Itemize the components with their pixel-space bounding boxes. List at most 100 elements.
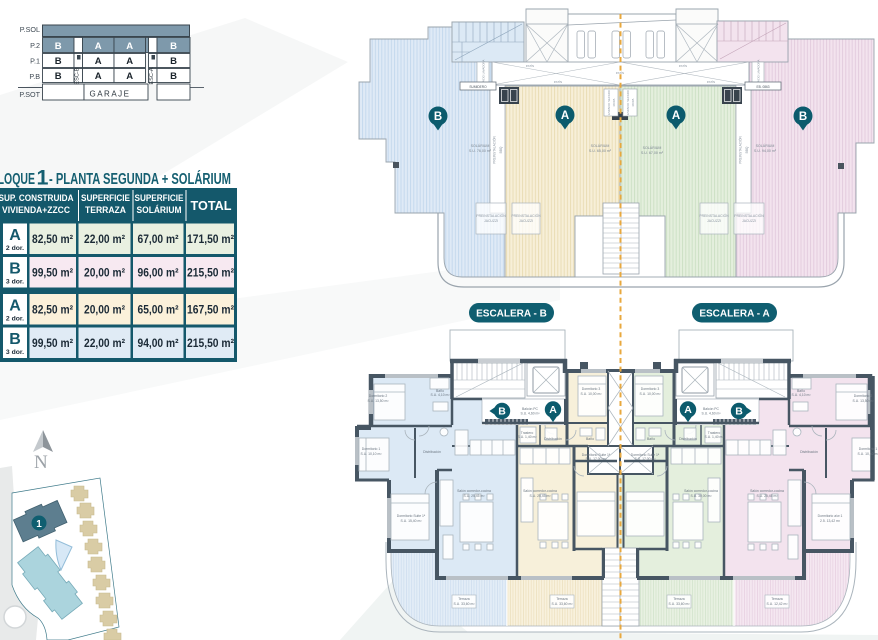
svg-text:Trastero: Trastero <box>708 431 721 435</box>
svg-text:S.U. 33,60 m²: S.U. 33,60 m² <box>454 602 476 606</box>
svg-text:S.U. 13,50 m²: S.U. 13,50 m² <box>368 399 390 403</box>
svg-text:Dormitorio Suite 1ª: Dormitorio Suite 1ª <box>397 514 426 518</box>
svg-text:82,50 m²: 82,50 m² <box>32 303 73 317</box>
svg-text:S.U. 4,60 m²: S.U. 4,60 m² <box>520 412 540 416</box>
svg-text:Dormitorio 3: Dormitorio 3 <box>582 387 601 391</box>
svg-text:ESC-B: ESC-B <box>75 67 81 84</box>
svg-text:SUPERFICIE: SUPERFICIE <box>81 193 131 204</box>
svg-text:Dormitorio 1: Dormitorio 1 <box>362 447 381 451</box>
svg-text:PATÍN: PATÍN <box>526 64 534 68</box>
svg-text:B: B <box>170 71 177 82</box>
svg-text:1: 1 <box>37 166 49 190</box>
svg-text:B: B <box>498 406 506 418</box>
svg-text:Terraza: Terraza <box>771 597 782 601</box>
svg-text:S.U. 25,45 m²: S.U. 25,45 m² <box>464 494 486 498</box>
svg-text:P.B: P.B <box>29 72 40 81</box>
svg-text:A: A <box>9 298 21 315</box>
svg-text:B: B <box>55 71 62 82</box>
svg-text:Dormitorio a/w 1: Dormitorio a/w 1 <box>818 514 843 518</box>
svg-text:Dormitorio 2: Dormitorio 2 <box>369 394 388 398</box>
svg-text:A: A <box>9 227 21 244</box>
svg-text:S.U. 1,40 m²: S.U. 1,40 m² <box>517 435 537 439</box>
svg-text:2 dor.: 2 dor. <box>6 245 24 252</box>
svg-text:S.U. 12,42 m²: S.U. 12,42 m² <box>767 602 789 606</box>
svg-text:A: A <box>95 71 102 82</box>
svg-text:A: A <box>95 41 102 52</box>
svg-text:JACUZZI: JACUZZI <box>519 219 533 223</box>
svg-text:PREINSTALACIÓN: PREINSTALACIÓN <box>734 213 764 218</box>
svg-text:B: B <box>735 406 743 418</box>
svg-text:A: A <box>95 56 102 67</box>
svg-text:JACUZZI: JACUZZI <box>707 219 721 223</box>
svg-text:1: 1 <box>36 519 42 530</box>
svg-text:S.U. 94,00 m²: S.U. 94,00 m² <box>754 149 777 153</box>
svg-text:99,50 m²: 99,50 m² <box>32 336 73 350</box>
svg-text:PREINSTALACIÓN: PREINSTALACIÓN <box>738 136 743 164</box>
svg-text:ESPACIO LAVADORA: ESPACIO LAVADORA <box>757 59 761 87</box>
svg-text:Baño: Baño <box>797 389 805 393</box>
svg-text:EB. 0863: EB. 0863 <box>756 85 769 89</box>
svg-text:S.U. 15,40 m²: S.U. 15,40 m² <box>401 519 423 523</box>
svg-text:ESPACIO SECADO: ESPACIO SECADO <box>607 89 611 115</box>
svg-text:SOLÁRIUM: SOLÁRIUM <box>471 144 490 148</box>
svg-text:P.SOT: P.SOT <box>19 90 40 99</box>
svg-text:20,00 m²: 20,00 m² <box>84 303 125 317</box>
svg-text:Dormitorio 1: Dormitorio 1 <box>859 447 878 451</box>
svg-text:PREINSTALACIÓN: PREINSTALACIÓN <box>476 213 506 218</box>
svg-text:SOLÁRIUM: SOLÁRIUM <box>643 146 662 150</box>
svg-text:SUP. CONSTRUIDA: SUP. CONSTRUIDA <box>0 193 74 204</box>
svg-text:PREINSTALACIÓN: PREINSTALACIÓN <box>511 213 541 218</box>
svg-text:TERRAZA: TERRAZA <box>85 205 126 216</box>
svg-text:S.U. 76,00 m²: S.U. 76,00 m² <box>469 149 492 153</box>
svg-text:20,00 m²: 20,00 m² <box>84 266 125 280</box>
svg-text:SOLÁRIUM: SOLÁRIUM <box>756 144 775 148</box>
svg-text:PATÍN: PATÍN <box>707 80 715 84</box>
svg-text:BLOQUE: BLOQUE <box>0 171 35 188</box>
svg-text:Dormitorio 2: Dormitorio 2 <box>854 394 873 398</box>
svg-text:215,50 m²: 215,50 m² <box>187 266 234 280</box>
svg-text:A: A <box>672 110 680 122</box>
svg-text:22,00 m²: 22,00 m² <box>84 232 125 246</box>
svg-text:P.1: P.1 <box>30 57 40 66</box>
svg-text:PATÍN: PATÍN <box>679 64 687 68</box>
svg-text:82,50 m²: 82,50 m² <box>32 232 73 246</box>
svg-text:Dormitorio 3: Dormitorio 3 <box>641 387 660 391</box>
svg-text:BBQ: BBQ <box>499 146 503 153</box>
svg-text:P.2: P.2 <box>30 41 40 50</box>
svg-text:VIVIENDA+ZZCC: VIVIENDA+ZZCC <box>2 205 70 216</box>
svg-text:ROPA: ROPA <box>612 99 616 107</box>
svg-text:Terraza: Terraza <box>556 597 567 601</box>
svg-text:ROPA: ROPA <box>631 99 635 107</box>
svg-text:ESCALERA - B: ESCALERA - B <box>476 309 547 320</box>
svg-text:S.U. 25,45 m²: S.U. 25,45 m² <box>757 494 779 498</box>
svg-text:PATÍN: PATÍN <box>554 80 562 84</box>
svg-text:A: A <box>684 404 692 416</box>
svg-text:Dormitorio Suite 1ª: Dormitorio Suite 1ª <box>631 453 660 457</box>
svg-text:S.U. 17,00 m²: S.U. 17,00 m² <box>635 457 657 461</box>
svg-text:Baño: Baño <box>436 389 444 393</box>
svg-text:S.U. 13,50 m²: S.U. 13,50 m² <box>853 399 875 403</box>
svg-text:A: A <box>126 71 133 82</box>
svg-text:Distribución: Distribución <box>679 437 697 441</box>
svg-text:S.U. 65,00 m²: S.U. 65,00 m² <box>589 149 612 153</box>
svg-text:B: B <box>434 111 442 123</box>
svg-text:S.U. 10,10 m²: S.U. 10,10 m² <box>361 452 383 456</box>
svg-text:Distribución: Distribución <box>800 450 818 454</box>
svg-text:S.U. 30,00 m²: S.U. 30,00 m² <box>691 494 713 498</box>
svg-text:171,50 m²: 171,50 m² <box>187 232 234 246</box>
svg-text:2.5. 13,42 m²: 2.5. 13,42 m² <box>820 519 841 523</box>
svg-text:A: A <box>126 41 133 52</box>
svg-text:SOLÁRIUM: SOLÁRIUM <box>591 144 610 148</box>
svg-text:S.U. 1,40 m²: S.U. 1,40 m² <box>704 435 724 439</box>
svg-text:S.U. 33,60 m²: S.U. 33,60 m² <box>552 602 574 606</box>
svg-text:PATÍN: PATÍN <box>616 71 624 75</box>
svg-text:N: N <box>34 452 48 473</box>
svg-text:Trastero: Trastero <box>521 431 534 435</box>
svg-text:S.U. 25,45 m²: S.U. 25,45 m² <box>530 494 552 498</box>
svg-text:S.U. 4,60 m²: S.U. 4,60 m² <box>701 412 721 416</box>
svg-text:215,50 m²: 215,50 m² <box>187 336 234 350</box>
svg-text:67,00 m²: 67,00 m² <box>138 232 179 246</box>
svg-text:ESC-A: ESC-A <box>149 67 155 84</box>
svg-text:S.U. 17,00 m²: S.U. 17,00 m² <box>586 457 608 461</box>
svg-text:B: B <box>55 56 62 67</box>
